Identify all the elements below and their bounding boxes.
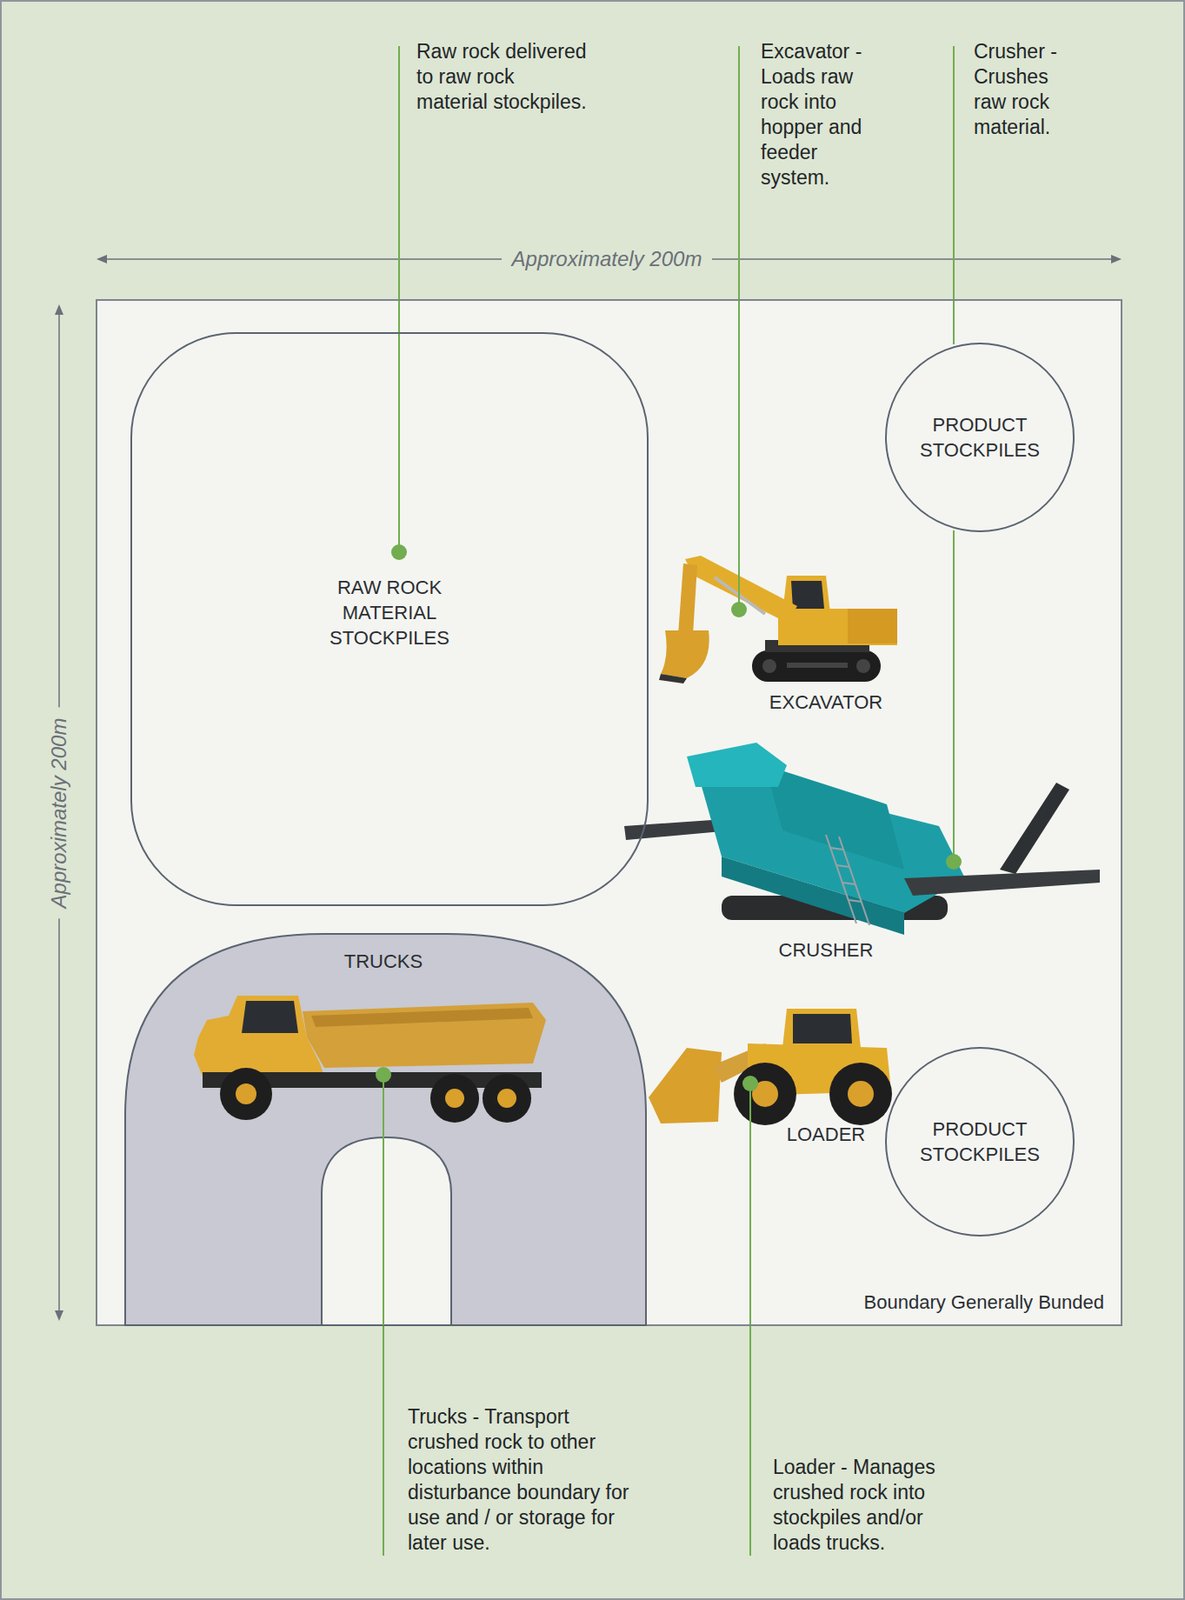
product-stockpile-outline	[885, 343, 1074, 532]
truck-illustration	[430, 1073, 480, 1123]
crusher-illustration	[999, 782, 1070, 874]
callout-text: Loader - Manages crushed rock into stock…	[772, 1454, 939, 1556]
excavator-illustration	[659, 555, 898, 684]
truck-illustration	[311, 1007, 533, 1027]
callout-text: Trucks - Transport crushed rock to other…	[407, 1404, 639, 1556]
product-stockpile-outline	[885, 1046, 1075, 1237]
truck-illustration	[219, 1067, 273, 1120]
excavator-illustration	[778, 608, 898, 646]
product-stockpile: PRODUCT STOCKPILES	[885, 342, 1075, 533]
excavator-illustration	[762, 659, 777, 673]
crusher-illustration	[624, 742, 1100, 935]
product-stockpile-outline	[885, 342, 1075, 533]
leader-lines	[398, 46, 400, 553]
raw-rock-stockpile-outline	[131, 332, 648, 906]
site-boundary: Boundary Generally Bunded RAW ROCK MATERI…	[96, 299, 1122, 1325]
leader-lines	[742, 1075, 759, 1092]
crusher-illustration	[825, 834, 857, 924]
equipment-name: EXCAVATOR	[769, 689, 883, 715]
truck-illustration	[382, 1074, 385, 1325]
area-label: TRUCKS	[296, 948, 471, 974]
raw-rock-stockpile: RAW ROCK MATERIAL STOCKPILES	[130, 332, 649, 906]
excavator-illustration	[847, 608, 898, 644]
leader-lines	[391, 544, 407, 560]
excavator-illustration	[660, 630, 710, 679]
loader-illustration	[733, 1062, 797, 1126]
leader-lines	[383, 46, 962, 1556]
product-stockpile-outline	[885, 1047, 1074, 1236]
loader-illustration	[648, 1047, 722, 1124]
loader-illustration	[648, 1008, 893, 1126]
truck-illustration	[482, 1073, 532, 1123]
equipment-name: LOADER	[786, 1121, 866, 1147]
area-label: RAW ROCK MATERIAL STOCKPILES	[315, 574, 464, 651]
leader-lines	[749, 1083, 752, 1556]
crusher-illustration	[765, 765, 905, 870]
truck-illustration	[375, 1066, 392, 1083]
truck-illustration	[235, 1083, 257, 1105]
equipment-name: CRUSHER	[778, 937, 874, 963]
leader-lines	[952, 46, 955, 345]
truck-illustration	[302, 1002, 546, 1068]
truck-area: TRUCKS	[124, 932, 647, 1325]
truck-illustration	[445, 1088, 465, 1108]
area-label: PRODUCT STOCKPILES	[910, 1116, 1050, 1167]
dimension-label: Approximately 200m	[46, 707, 73, 919]
excavator-illustration	[752, 650, 881, 682]
leader-lines	[738, 46, 740, 610]
dimension-arrows	[96, 254, 107, 264]
crusher-illustration	[825, 834, 870, 926]
leader-lines	[945, 853, 962, 870]
truck-area-outline	[124, 932, 647, 1325]
callout-text: Raw rock delivered to raw rock material …	[416, 39, 591, 115]
truck-illustration	[124, 932, 647, 1325]
crusher-illustration	[842, 882, 856, 885]
excavator-illustration	[685, 555, 798, 623]
crusher-illustration	[836, 865, 850, 867]
loader-illustration	[847, 1080, 874, 1107]
loader-illustration	[792, 1013, 853, 1044]
excavator-illustration	[856, 659, 871, 673]
excavator-illustration	[791, 580, 825, 609]
crusher-illustration	[904, 869, 1100, 896]
excavator-illustration	[678, 563, 698, 635]
crusher-illustration	[721, 856, 905, 935]
truck-illustration	[241, 1000, 299, 1033]
truck-area-outline	[125, 933, 646, 1325]
boundary-note: Boundary Generally Bunded	[864, 1289, 1105, 1315]
crusher-illustration	[686, 742, 787, 787]
truck-illustration	[193, 995, 325, 1077]
truck-illustration	[497, 1088, 517, 1108]
dimension-label: Approximately 200m	[501, 246, 713, 273]
crusher-illustration	[848, 899, 862, 902]
excavator-illustration	[786, 662, 848, 668]
site-ground	[96, 299, 1122, 1325]
excavator-illustration	[659, 673, 687, 684]
area-label: PRODUCT STOCKPILES	[910, 412, 1050, 463]
leader-lines	[952, 530, 955, 862]
callout-text: Crusher - Crushes raw rock material.	[973, 39, 1077, 140]
loader-illustration	[829, 1062, 893, 1126]
leader-lines	[382, 1324, 385, 1556]
crusher-illustration	[830, 847, 844, 850]
callout-text: Excavator - Loads raw rock into hopper a…	[760, 39, 892, 191]
dimension-arrows	[54, 304, 64, 315]
product-stockpile: PRODUCT STOCKPILES	[885, 1046, 1075, 1237]
leader-lines	[731, 601, 747, 618]
crusher-illustration	[838, 836, 870, 926]
dimension-arrows	[54, 1310, 64, 1321]
dimension-arrows	[1111, 254, 1122, 264]
loader-illustration	[782, 1008, 861, 1048]
